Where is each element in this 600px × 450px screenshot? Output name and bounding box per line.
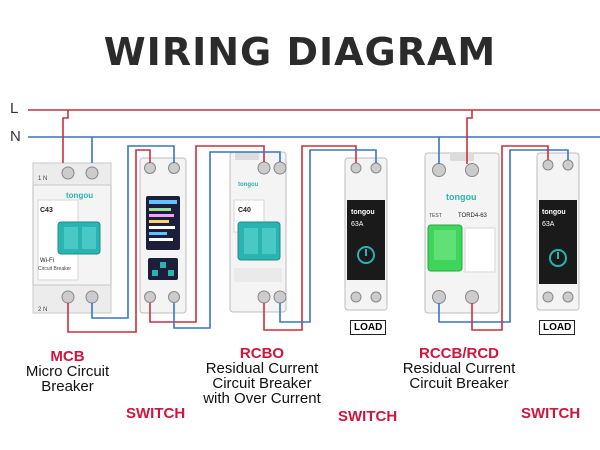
rccb-caption: RCCB/RCD Residual Current Circuit Breake… (398, 346, 520, 391)
switch2-panel (347, 200, 385, 280)
switch1-bottom-terminal-l (144, 291, 156, 303)
rcbo-caption-line-2: Circuit Breaker (212, 375, 312, 392)
mcb-device (32, 162, 112, 314)
rccb-model: TORD4-63 (458, 213, 488, 219)
switch2-bottom-terminal-n (370, 291, 382, 303)
rcbo-brand: tongou (238, 182, 259, 188)
wire-switch1-to-rcbo-live (149, 145, 265, 323)
rcbo-caption-line-1: Residual Current (205, 360, 319, 377)
rccb-top-terminal-n (432, 163, 446, 177)
page-title: WIRING DIAGRAM (103, 30, 497, 74)
wire-rcbo-to-switch2-live (263, 145, 357, 331)
rccb-bottom-terminal-n (432, 290, 446, 304)
rccb-abbr: RCCB/RCD (419, 345, 499, 362)
wire-mcb-live-in (62, 110, 69, 163)
rcbo-caption: RCBO Residual Current Circuit Breaker wi… (196, 346, 328, 406)
switch1-buttons (148, 258, 178, 280)
mcb-model: C43 (40, 207, 53, 214)
wire-mcb-to-switch1-live (67, 149, 151, 333)
switch3-label: SWITCH (521, 405, 581, 422)
switch2-bottom-terminal-l (350, 291, 362, 303)
mcb-caption-line-2: Breaker (41, 378, 94, 395)
switch2-top-terminal-n (370, 162, 382, 174)
neutral-line-label: N (10, 128, 21, 145)
rccb-caption-line-1: Residual Current (402, 360, 516, 377)
mcb-top-terminal-l (61, 166, 75, 180)
mcb-sub-tag: Circuit Breaker (38, 266, 71, 272)
switch1-top-terminal-l (144, 162, 156, 174)
switch2-brand: tongou (351, 209, 375, 216)
mcb-terminal-out: 2 N (38, 307, 47, 313)
mcb-terminal-in: 1 N (38, 176, 47, 182)
switch3-top-terminal-l (542, 159, 554, 171)
switch3-panel (539, 200, 577, 284)
mcb-caption: MCB Micro Circuit Breaker (10, 349, 125, 394)
switch1-top-terminal-n (168, 162, 180, 174)
switch2-device (344, 157, 388, 311)
mcb-abbr: MCB (50, 348, 85, 365)
live-line-label: L (10, 100, 19, 117)
rcbo-device (229, 151, 287, 313)
wire-rccb-to-switch3-neutral (438, 149, 569, 323)
wire-switch1-to-rcbo-neutral (173, 151, 281, 329)
rccb-brand: tongou (446, 192, 477, 202)
switch3-bottom-terminal-n (562, 291, 574, 303)
switch3-rating: 63A (542, 221, 555, 228)
switch1-bottom-terminal-n (168, 291, 180, 303)
rccb-test-label: TEST (429, 213, 442, 219)
switch2-label: SWITCH (338, 408, 398, 425)
rcbo-bottom-terminal-n (273, 290, 287, 304)
mcb-top-terminal-n (85, 166, 99, 180)
switch3-top-terminal-n (562, 159, 574, 171)
rccb-top-terminal-l (465, 163, 479, 177)
rcbo-bottom-terminal-l (257, 290, 271, 304)
rccb-bottom-terminal-l (465, 290, 479, 304)
rccb-device (424, 152, 500, 314)
wire-rccb-to-switch3-live (471, 145, 549, 331)
switch3-brand: tongou (542, 209, 566, 216)
rcbo-top-terminal-l (257, 161, 271, 175)
mcb-bottom-terminal-n (85, 290, 99, 304)
switch2-top-terminal-l (350, 162, 362, 174)
rcbo-model: C40 (238, 207, 251, 214)
mcb-tag: Wi-Fi (40, 258, 54, 264)
switch2-rating: 63A (351, 221, 364, 228)
mcb-brand: tongou (66, 191, 93, 200)
wire-mcb-to-switch1-neutral (91, 145, 175, 319)
wire-rcbo-to-switch2-neutral (279, 149, 377, 323)
rcbo-top-terminal-n (273, 161, 287, 175)
wire-rccb-live-in (466, 110, 473, 164)
rcbo-caption-line-3: with Over Current (203, 390, 321, 407)
switch1-device (139, 157, 187, 314)
mcb-caption-line-1: Micro Circuit (25, 363, 110, 380)
mcb-bottom-terminal-l (61, 290, 75, 304)
switch3-device (536, 152, 580, 311)
switch2-load-tag: LOAD (350, 320, 387, 335)
switch3-load-tag: LOAD (539, 320, 576, 335)
switch3-bottom-terminal-l (542, 291, 554, 303)
rccb-caption-line-2: Circuit Breaker (409, 375, 509, 392)
switch1-label: SWITCH (126, 405, 186, 422)
rcbo-abbr: RCBO (239, 345, 285, 362)
